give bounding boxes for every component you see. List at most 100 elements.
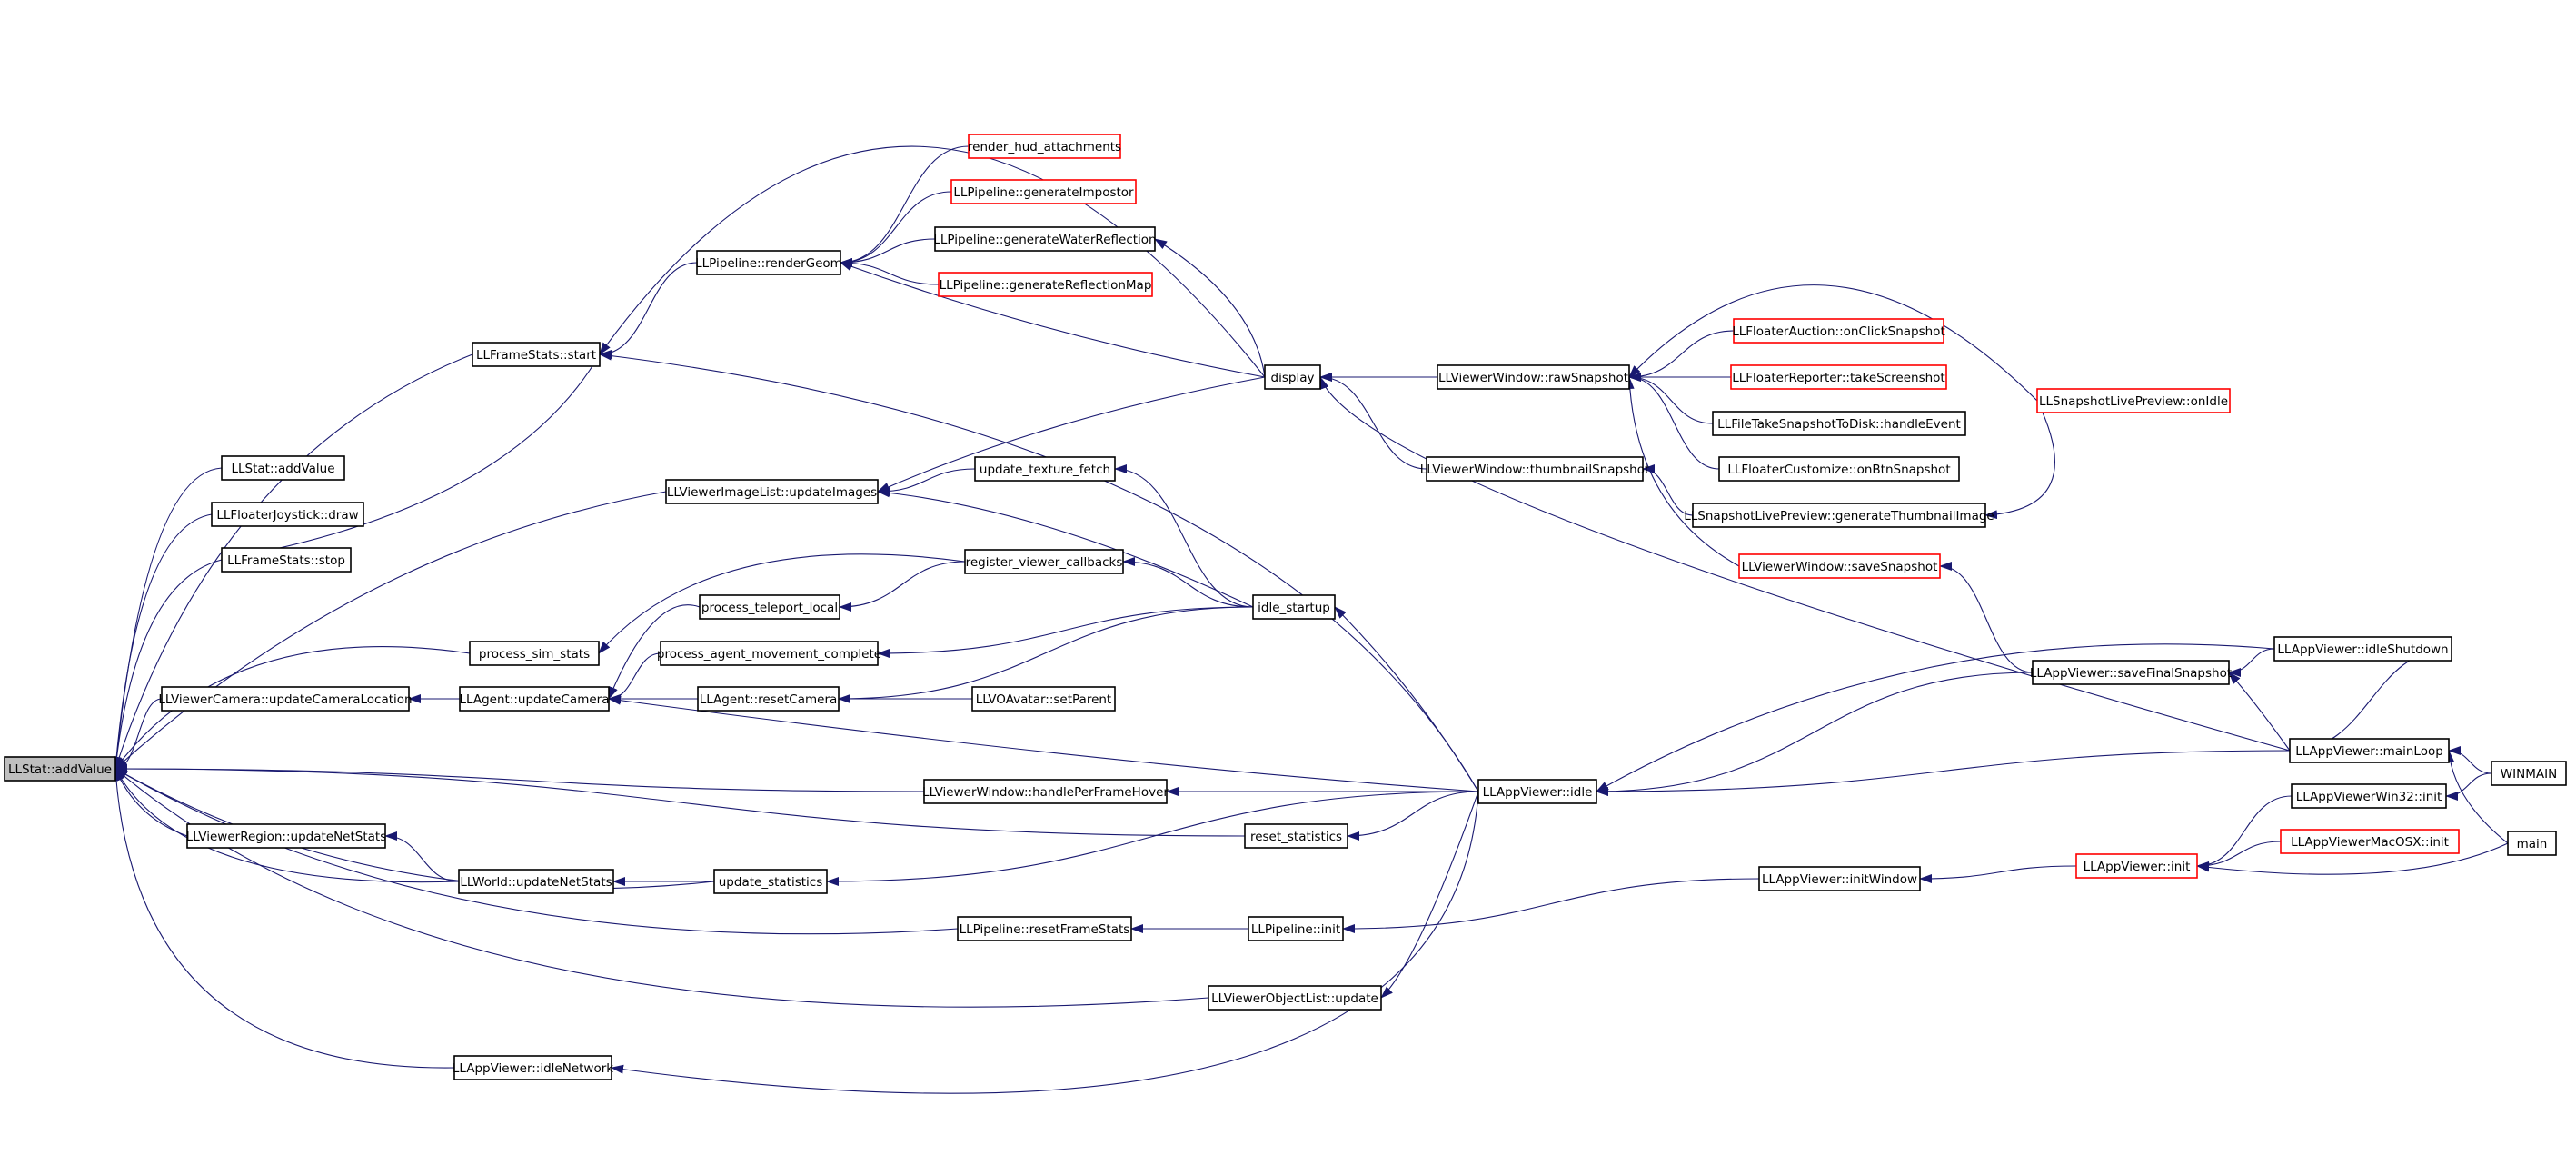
node-label: main: [2517, 837, 2548, 851]
node-label: LLStat::addValue: [8, 762, 112, 777]
node-hover[interactable]: LLViewerWindow::handlePerFrameHover: [922, 779, 1169, 804]
node-llstat[interactable]: LLStat::addValue: [221, 455, 345, 481]
node-idleshutdown[interactable]: LLAppViewer::idleShutdown: [2273, 636, 2452, 662]
node-regcb[interactable]: register_viewer_callbacks: [964, 549, 1124, 574]
edge-resetstats-to-addvalue: [114, 764, 1246, 837]
node-label: LLViewerWindow::thumbnailSnapshot: [1420, 463, 1650, 477]
edge-texfetch-to-imagelist: [877, 468, 976, 496]
node-label: LLViewerWindow::saveSnapshot: [1742, 560, 1938, 574]
node-box: [713, 869, 828, 894]
edge-appidle-to-fs_start: [599, 351, 1479, 792]
edge-appidle-to-objlist: [1380, 791, 1479, 999]
node-label: LLAppViewer::init: [2084, 860, 2191, 874]
node-box: [1208, 985, 1382, 1011]
node-winmain[interactable]: WINMAIN: [2491, 761, 2567, 786]
node-reporter[interactable]: LLFloaterReporter::takeScreenshot: [1730, 364, 1947, 390]
edge-mainloop-to-idleshutdown: [2289, 644, 2452, 752]
node-appinit[interactable]: LLAppViewer::init: [2075, 853, 2198, 879]
edge-customize-to-rawsnap: [1628, 373, 1720, 470]
node-label: LLFrameStats::stop: [227, 553, 345, 568]
node-pipeinit[interactable]: LLPipeline::init: [1248, 916, 1344, 941]
node-label: LLPipeline::renderGeom: [695, 256, 842, 271]
node-mainloop[interactable]: LLAppViewer::mainLoop: [2289, 738, 2450, 763]
node-box: [938, 272, 1153, 297]
node-savefinal[interactable]: LLAppViewer::saveFinalSnapshot: [2030, 660, 2232, 685]
node-setparent[interactable]: LLVOAvatar::setParent: [971, 686, 1116, 712]
edge-resetframe-to-addvalue: [114, 768, 959, 935]
edge-display-to-fs_start: [599, 145, 1266, 378]
edge-savefinal-to-savesnap: [1939, 562, 2034, 673]
node-box: [968, 134, 1121, 159]
node-box: [2036, 388, 2231, 413]
node-onidle[interactable]: LLSnapshotLivePreview::onIdle: [2036, 388, 2231, 413]
node-box: [2291, 783, 2447, 809]
node-resetstats[interactable]: reset_statistics: [1244, 823, 1348, 849]
node-box: [665, 479, 879, 504]
node-thumbsnap[interactable]: LLViewerWindow::thumbnailSnapshot: [1420, 456, 1650, 482]
edge-idlenet-to-addvalue: [111, 768, 455, 1069]
edge-winmain-to-mainloop: [2448, 746, 2492, 774]
node-simstats[interactable]: process_sim_stats: [469, 641, 600, 666]
edge-fs_stop-to-fs_start: [221, 353, 601, 561]
node-box: [660, 641, 879, 666]
node-box: [699, 594, 840, 620]
node-objlist[interactable]: LLViewerObjectList::update: [1208, 985, 1382, 1011]
node-renderGeom[interactable]: LLPipeline::renderGeom: [695, 250, 842, 275]
node-fs_start[interactable]: LLFrameStats::start: [472, 342, 601, 367]
node-label: LLPipeline::generateReflectionMap: [940, 278, 1152, 293]
node-label: LLAppViewerWin32::init: [2296, 790, 2442, 804]
node-camloc[interactable]: LLViewerCamera::updateCameraLocation: [158, 686, 413, 712]
node-main[interactable]: main: [2507, 831, 2557, 856]
node-box: [2289, 738, 2450, 763]
node-fs_stop[interactable]: LLFrameStats::stop: [221, 547, 352, 573]
node-savesnap[interactable]: LLViewerWindow::saveSnapshot: [1738, 553, 1941, 579]
node-addvalue[interactable]: LLStat::addValue: [4, 756, 116, 782]
node-reflmap[interactable]: LLPipeline::generateReflectionMap: [938, 272, 1153, 297]
node-box: [696, 250, 841, 275]
edge-idleshutdown-to-appidle: [1596, 643, 2275, 792]
edge-onidle-to-rawsnap: [1628, 284, 2038, 402]
node-box: [964, 549, 1124, 574]
node-imagelist[interactable]: LLViewerImageList::updateImages: [665, 479, 879, 504]
node-appidle[interactable]: LLAppViewer::idle: [1477, 779, 1597, 804]
edge-display-to-renderGeom: [840, 262, 1266, 378]
node-label: LLAgent::resetCamera: [700, 692, 838, 707]
node-water[interactable]: LLPipeline::generateWaterReflection: [933, 226, 1157, 252]
node-idlestartup[interactable]: idle_startup: [1252, 594, 1336, 620]
node-initwindow[interactable]: LLAppViewer::initWindow: [1758, 866, 1921, 891]
edge-teleport-to-agentcam: [608, 604, 701, 700]
node-label: LLSnapshotLivePreview::generateThumbnail…: [1684, 509, 1994, 523]
node-macinit[interactable]: LLAppViewerMacOSX::init: [2280, 829, 2460, 854]
node-agentcam[interactable]: LLAgent::updateCamera: [459, 686, 610, 712]
node-label: reset_statistics: [1250, 830, 1342, 844]
edge-auction-to-rawsnap: [1628, 330, 1735, 382]
node-label: LLPipeline::generateImpostor: [953, 185, 1134, 200]
node-genthumb[interactable]: LLSnapshotLivePreview::generateThumbnail…: [1684, 503, 1994, 528]
node-customize[interactable]: LLFloaterCustomize::onBtnSnapshot: [1718, 456, 1960, 482]
node-resetframe[interactable]: LLPipeline::resetFrameStats: [957, 916, 1132, 941]
node-texfetch[interactable]: update_texture_fetch: [974, 456, 1116, 482]
node-box: [211, 502, 364, 527]
edge-appidle-to-agentcam: [608, 695, 1479, 792]
node-label: LLViewerCamera::updateCameraLocation: [158, 692, 412, 707]
node-updstats[interactable]: update_statistics: [713, 869, 828, 894]
node-world[interactable]: LLWorld::updateNetStats: [458, 869, 614, 894]
node-renderhud[interactable]: render_hud_attachments: [968, 134, 1121, 159]
node-label: process_agent_movement_complete: [657, 647, 881, 662]
node-resetcam[interactable]: LLAgent::resetCamera: [697, 686, 840, 712]
node-teleport[interactable]: process_teleport_local: [699, 594, 840, 620]
node-idlenet[interactable]: LLAppViewer::idleNetwork: [453, 1055, 613, 1080]
node-region[interactable]: LLViewerRegion::updateNetStats: [186, 823, 387, 849]
node-box: [1738, 553, 1941, 579]
node-box: [472, 342, 601, 367]
node-joystick[interactable]: LLFloaterJoystick::draw: [211, 502, 364, 527]
node-win32init[interactable]: LLAppViewerWin32::init: [2291, 783, 2447, 809]
node-display[interactable]: display: [1264, 364, 1321, 390]
node-auction[interactable]: LLFloaterAuction::onClickSnapshot: [1732, 318, 1945, 344]
nodes-layer: LLStat::addValueLLStat::addValueLLFloate…: [4, 134, 2567, 1080]
node-box: [2273, 636, 2452, 662]
node-rawsnap[interactable]: LLViewerWindow::rawSnapshot: [1437, 364, 1630, 390]
node-takesnapdisk[interactable]: LLFileTakeSnapshotToDisk::handleEvent: [1712, 411, 1966, 436]
node-movement[interactable]: process_agent_movement_complete: [657, 641, 881, 666]
node-impostor[interactable]: LLPipeline::generateImpostor: [950, 179, 1137, 204]
